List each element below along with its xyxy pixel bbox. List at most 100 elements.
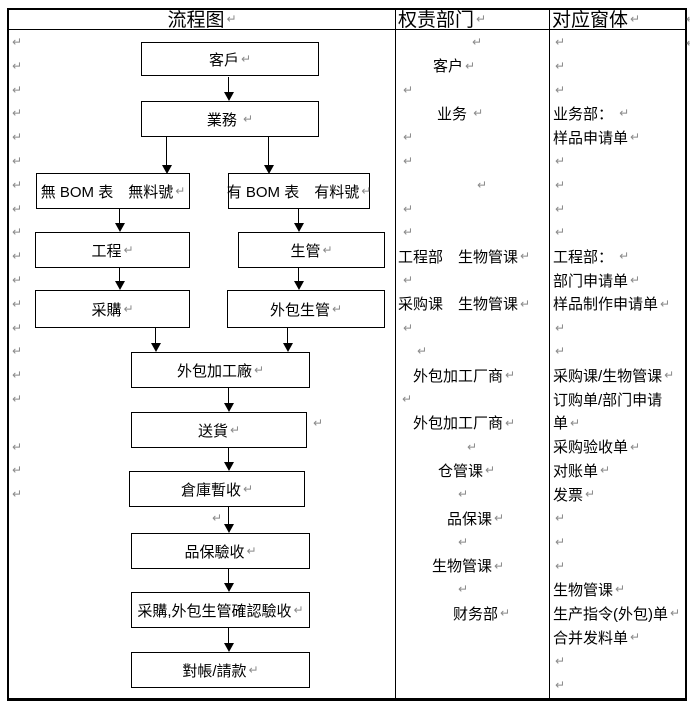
paragraph-mark-icon: ↵ bbox=[123, 302, 134, 316]
flow-box-label: 有 BOM 表 有料號 bbox=[226, 183, 360, 201]
paragraph-mark-icon: ↵ bbox=[12, 58, 23, 73]
flow-arrow-stem bbox=[228, 507, 229, 524]
text-line: 合并发料单↵ bbox=[550, 625, 688, 649]
paragraph-mark-icon: ↵ bbox=[331, 302, 343, 316]
text-line-label: 品保课 bbox=[447, 510, 493, 528]
header-flow-label: 流程图 bbox=[167, 10, 225, 31]
paragraph-mark-icon: ↵ bbox=[630, 273, 641, 287]
paragraph-mark-icon: ↵ bbox=[630, 439, 641, 454]
paragraph-mark-icon: ↵ bbox=[619, 106, 630, 121]
paragraph-mark-icon: ↵ bbox=[12, 296, 23, 311]
paragraph-mark-icon: ↵ bbox=[476, 11, 487, 26]
paragraph-mark-icon: ↵ bbox=[630, 130, 641, 145]
flow-box-label: 品保驗收 bbox=[184, 543, 245, 561]
text-line: 工程部 生物管课↵ bbox=[396, 244, 548, 268]
paragraph-mark-icon: ↵ bbox=[212, 511, 223, 525]
flow-box-label: 采購 bbox=[91, 301, 122, 319]
text-line-label: 业务部： bbox=[553, 105, 618, 123]
header-dept-label: 权责部门 bbox=[398, 10, 475, 31]
text-line-label: 样品制作申请单 bbox=[553, 296, 659, 314]
text-line-label: 合并发料单 bbox=[553, 629, 629, 647]
text-line: ↵ bbox=[8, 149, 394, 173]
paragraph-mark-icon: ↵ bbox=[293, 603, 304, 617]
header-flow-column: 流程图↵ bbox=[9, 8, 395, 31]
flow-arrow-stem bbox=[287, 328, 288, 343]
text-line-label: 财务部 bbox=[453, 605, 499, 623]
flow-box-qa-acceptance: 品保驗收↵ bbox=[131, 533, 310, 569]
header-rule bbox=[8, 29, 686, 30]
paragraph-mark-icon: ↵ bbox=[458, 487, 469, 502]
text-line: 采购课/生物管课↵ bbox=[550, 363, 688, 387]
text-line: ↵ bbox=[396, 530, 548, 554]
paragraph-mark-icon: ↵ bbox=[403, 273, 414, 287]
text-line: ↵ bbox=[396, 339, 548, 363]
table-divider-2 bbox=[549, 8, 550, 700]
text-line: ↵ bbox=[8, 78, 394, 102]
text-line-label: 部门申请单 bbox=[553, 272, 629, 290]
text-line-label: 客户 bbox=[433, 58, 464, 76]
paragraph-mark-icon: ↵ bbox=[12, 368, 23, 383]
flow-arrow-stem bbox=[166, 137, 167, 165]
paragraph-mark-icon: ↵ bbox=[664, 368, 675, 383]
text-line: ↵ bbox=[396, 78, 548, 102]
flow-box-has-bom: 有 BOM 表 有料號↵ bbox=[226, 173, 371, 209]
flow-arrow-head-icon bbox=[114, 281, 125, 290]
flow-arrow-stem bbox=[298, 209, 299, 223]
text-line: 样品申请单↵ bbox=[550, 125, 688, 149]
text-line: 仓管课↵ bbox=[396, 458, 548, 482]
flow-arrow-stem bbox=[119, 268, 120, 281]
paragraph-mark-icon: ↵ bbox=[402, 392, 413, 406]
paragraph-mark-icon: ↵ bbox=[630, 630, 641, 644]
flow-box-label: 外包生管 bbox=[269, 301, 330, 319]
text-line: 业务 ↵ bbox=[396, 101, 548, 125]
header-form-label: 对应窗体 bbox=[552, 10, 629, 31]
text-line-label: 样品申请单 bbox=[553, 129, 629, 147]
text-line-label: 对账单 bbox=[553, 462, 599, 480]
paragraph-mark-icon: ↵ bbox=[403, 82, 414, 97]
flow-box-delivery: 送貨↵ bbox=[131, 412, 307, 448]
text-line: 单↵ bbox=[550, 411, 688, 435]
paragraph-mark-icon: ↵ bbox=[226, 11, 237, 26]
header-form-column: 对应窗体↵ bbox=[552, 8, 684, 31]
paragraph-mark-icon: ↵ bbox=[555, 154, 566, 168]
paragraph-mark-icon: ↵ bbox=[12, 106, 23, 121]
paragraph-mark-icon: ↵ bbox=[473, 106, 484, 121]
paragraph-mark-icon: ↵ bbox=[313, 415, 324, 430]
paragraph-mark-icon: ↵ bbox=[619, 249, 630, 264]
flow-arrow-stem bbox=[155, 328, 156, 343]
text-line: ↵ bbox=[8, 482, 394, 506]
text-line: ↵ bbox=[550, 506, 688, 530]
text-line: ↵ bbox=[550, 316, 688, 340]
text-line: ↵ bbox=[8, 244, 394, 268]
text-line: ↵ bbox=[396, 149, 548, 173]
flow-box-customer: 客戶↵ bbox=[141, 42, 319, 76]
text-line: ↵ bbox=[8, 316, 394, 340]
text-line: ↵ bbox=[8, 387, 394, 411]
paragraph-mark-icon: ↵ bbox=[246, 544, 257, 558]
text-line: ↵ bbox=[8, 363, 394, 387]
paragraph-mark-icon: ↵ bbox=[240, 52, 252, 66]
paragraph-mark-icon: ↵ bbox=[465, 58, 476, 73]
flow-arrow-stem bbox=[228, 569, 229, 583]
flow-box-engineering: 工程↵ bbox=[35, 232, 190, 268]
text-line: 工程部： ↵ bbox=[550, 244, 688, 268]
text-line: ↵ bbox=[8, 54, 394, 78]
paragraph-mark-icon: ↵ bbox=[458, 582, 469, 597]
text-line: ↵ bbox=[550, 78, 688, 102]
paragraph-mark-icon: ↵ bbox=[12, 392, 23, 406]
paragraph-mark-icon: ↵ bbox=[630, 11, 641, 26]
text-line-label: 外包加工厂商 bbox=[413, 415, 504, 433]
flow-box-label: 送貨 bbox=[197, 422, 228, 440]
paragraph-mark-icon: ↵ bbox=[322, 243, 333, 257]
paragraph-mark-icon: ↵ bbox=[555, 534, 566, 549]
paragraph-mark-icon: ↵ bbox=[12, 225, 23, 240]
text-line-label: 发票 bbox=[553, 486, 584, 504]
text-line: ↵ bbox=[550, 30, 688, 54]
paragraph-mark-icon: ↵ bbox=[403, 320, 414, 335]
paragraph-mark-icon: ↵ bbox=[12, 320, 23, 335]
text-line: ↵ bbox=[396, 220, 548, 244]
paragraph-mark-icon: ↵ bbox=[12, 82, 23, 97]
text-line-label: 生物管课 bbox=[432, 558, 493, 576]
text-line-label: 生物管课 bbox=[553, 581, 614, 599]
